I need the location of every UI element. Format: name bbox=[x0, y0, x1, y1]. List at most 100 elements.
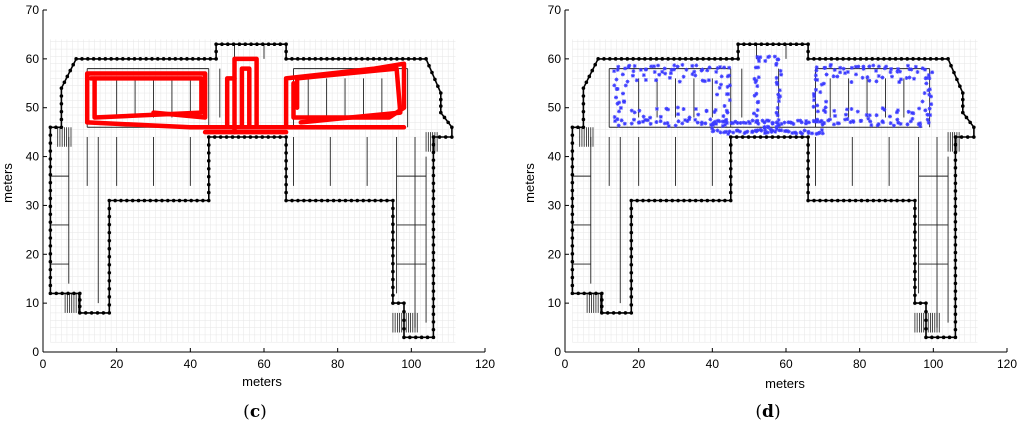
estimated-point bbox=[727, 83, 732, 88]
wall-marker bbox=[154, 198, 158, 203]
estimated-point bbox=[927, 106, 932, 111]
wall-marker bbox=[765, 42, 770, 46]
wall-marker bbox=[782, 42, 787, 46]
wall-marker bbox=[107, 303, 112, 307]
wall-marker bbox=[330, 57, 335, 61]
estimated-point bbox=[776, 123, 781, 128]
wall-marker bbox=[48, 291, 53, 296]
x-tick-label: 120 bbox=[997, 357, 1017, 371]
estimated-point bbox=[690, 63, 695, 68]
wall-marker bbox=[206, 143, 211, 147]
wall-marker bbox=[243, 42, 248, 46]
estimated-point bbox=[770, 120, 775, 125]
wall-marker bbox=[953, 266, 958, 270]
wall-marker bbox=[812, 57, 816, 61]
wall-marker bbox=[431, 266, 436, 270]
wall-marker bbox=[953, 189, 958, 193]
wall-marker bbox=[924, 335, 928, 340]
wall-marker bbox=[266, 135, 271, 139]
wall-marker bbox=[107, 246, 112, 251]
wall-marker bbox=[446, 120, 450, 125]
wall-marker bbox=[206, 151, 211, 155]
estimated-point bbox=[720, 119, 725, 124]
wall-marker bbox=[319, 198, 324, 203]
estimated-point bbox=[614, 77, 619, 82]
building-outline bbox=[571, 43, 975, 339]
estimated-point bbox=[920, 66, 925, 71]
estimated-point bbox=[925, 117, 930, 122]
y-tick-label: 10 bbox=[26, 296, 40, 310]
estimated-point bbox=[622, 99, 627, 104]
estimated-point bbox=[658, 114, 663, 119]
estimated-point bbox=[782, 120, 787, 125]
wall-marker bbox=[608, 57, 612, 61]
estimated-point bbox=[681, 74, 686, 79]
wall-marker bbox=[48, 149, 53, 153]
wall-marker bbox=[284, 190, 288, 195]
y-tick-label: 50 bbox=[548, 101, 562, 115]
wall-marker bbox=[437, 135, 442, 139]
estimated-point bbox=[710, 126, 715, 131]
wall-marker bbox=[953, 273, 958, 278]
estimated-point bbox=[806, 120, 811, 125]
estimated-point bbox=[815, 77, 820, 82]
wall-marker bbox=[431, 196, 436, 201]
y-tick-label: 20 bbox=[26, 247, 40, 261]
estimated-point bbox=[649, 64, 654, 69]
wall-marker bbox=[65, 74, 70, 79]
estimated-point bbox=[831, 122, 836, 127]
estimated-point bbox=[756, 121, 761, 126]
wall-marker bbox=[48, 283, 53, 288]
wall-marker bbox=[391, 285, 395, 290]
wall-marker bbox=[776, 135, 781, 139]
wall-marker bbox=[693, 198, 698, 203]
estimated-point bbox=[854, 72, 859, 77]
estimated-point bbox=[626, 65, 631, 70]
wall-marker bbox=[788, 42, 793, 46]
estimated-point bbox=[813, 87, 818, 92]
wall-marker bbox=[371, 57, 376, 61]
wall-marker bbox=[144, 57, 148, 61]
estimated-point bbox=[716, 118, 721, 123]
staircase bbox=[947, 132, 960, 152]
wall-marker bbox=[953, 250, 958, 255]
wall-marker bbox=[629, 303, 634, 307]
estimated-point bbox=[717, 119, 722, 124]
wall-marker bbox=[806, 151, 810, 155]
x-tick-label: 60 bbox=[257, 357, 271, 371]
wall-marker bbox=[800, 42, 805, 46]
trajectory-path bbox=[232, 56, 259, 135]
wall-marker bbox=[236, 135, 241, 139]
wall-marker bbox=[907, 198, 911, 203]
estimated-point bbox=[722, 65, 727, 70]
estimated-point bbox=[930, 70, 935, 75]
wall-marker bbox=[439, 91, 443, 95]
wall-marker bbox=[676, 198, 680, 203]
estimated-point bbox=[756, 99, 761, 104]
estimated-point bbox=[905, 63, 910, 68]
staircase bbox=[57, 127, 72, 147]
staircase bbox=[425, 132, 438, 152]
estimated-point bbox=[831, 74, 836, 79]
estimated-point bbox=[612, 83, 617, 88]
estimated-point bbox=[648, 115, 653, 120]
wall-marker bbox=[412, 57, 417, 61]
wall-marker bbox=[611, 311, 616, 315]
estimated-point bbox=[861, 66, 866, 71]
estimated-point bbox=[718, 130, 723, 135]
wall-marker bbox=[443, 135, 448, 139]
wall-marker bbox=[677, 57, 682, 61]
estimated-point bbox=[924, 81, 929, 86]
wall-marker bbox=[60, 291, 64, 296]
wall-marker bbox=[214, 57, 218, 61]
wall-marker bbox=[260, 135, 265, 139]
wall-marker bbox=[97, 57, 102, 61]
estimated-point bbox=[923, 67, 928, 72]
wall-marker bbox=[913, 285, 917, 290]
wall-marker bbox=[183, 198, 188, 203]
estimated-point bbox=[826, 118, 831, 123]
wall-marker bbox=[431, 173, 436, 178]
wall-marker bbox=[308, 198, 312, 203]
